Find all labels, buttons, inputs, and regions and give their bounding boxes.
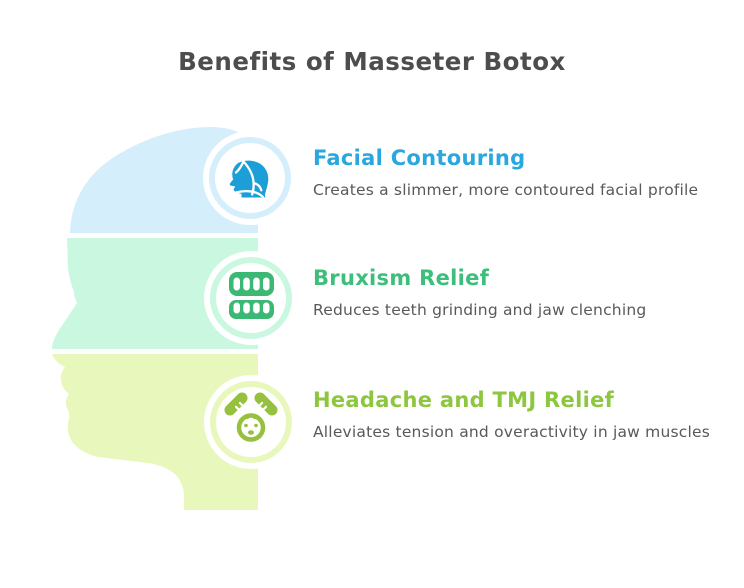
bruxism-badge xyxy=(204,251,298,345)
head-band-middle xyxy=(52,238,258,349)
benefit-item-facial-contouring: Facial Contouring Creates a slimmer, mor… xyxy=(313,146,713,200)
benefit-description: Creates a slimmer, more contoured facial… xyxy=(313,181,699,199)
teeth-icon xyxy=(229,272,274,319)
benefit-description: Reduces teeth grinding and jaw clenching xyxy=(313,301,647,319)
face-profile-icon xyxy=(229,160,269,199)
benefit-heading: Headache and TMJ Relief xyxy=(313,388,615,412)
benefit-item-headache-tmj-relief: Headache and TMJ Relief Alleviates tensi… xyxy=(313,388,713,442)
facial-contouring-badge xyxy=(203,131,297,225)
headache-badge xyxy=(204,375,298,469)
benefit-heading: Facial Contouring xyxy=(313,146,526,170)
page-title: Benefits of Masseter Botox xyxy=(178,47,566,76)
headache-face-icon xyxy=(224,392,278,442)
head-band-bottom xyxy=(52,354,258,510)
benefit-heading: Bruxism Relief xyxy=(313,266,490,290)
benefit-description: Alleviates tension and overactivity in j… xyxy=(313,423,711,441)
benefit-item-bruxism-relief: Bruxism Relief Reduces teeth grinding an… xyxy=(313,266,713,320)
